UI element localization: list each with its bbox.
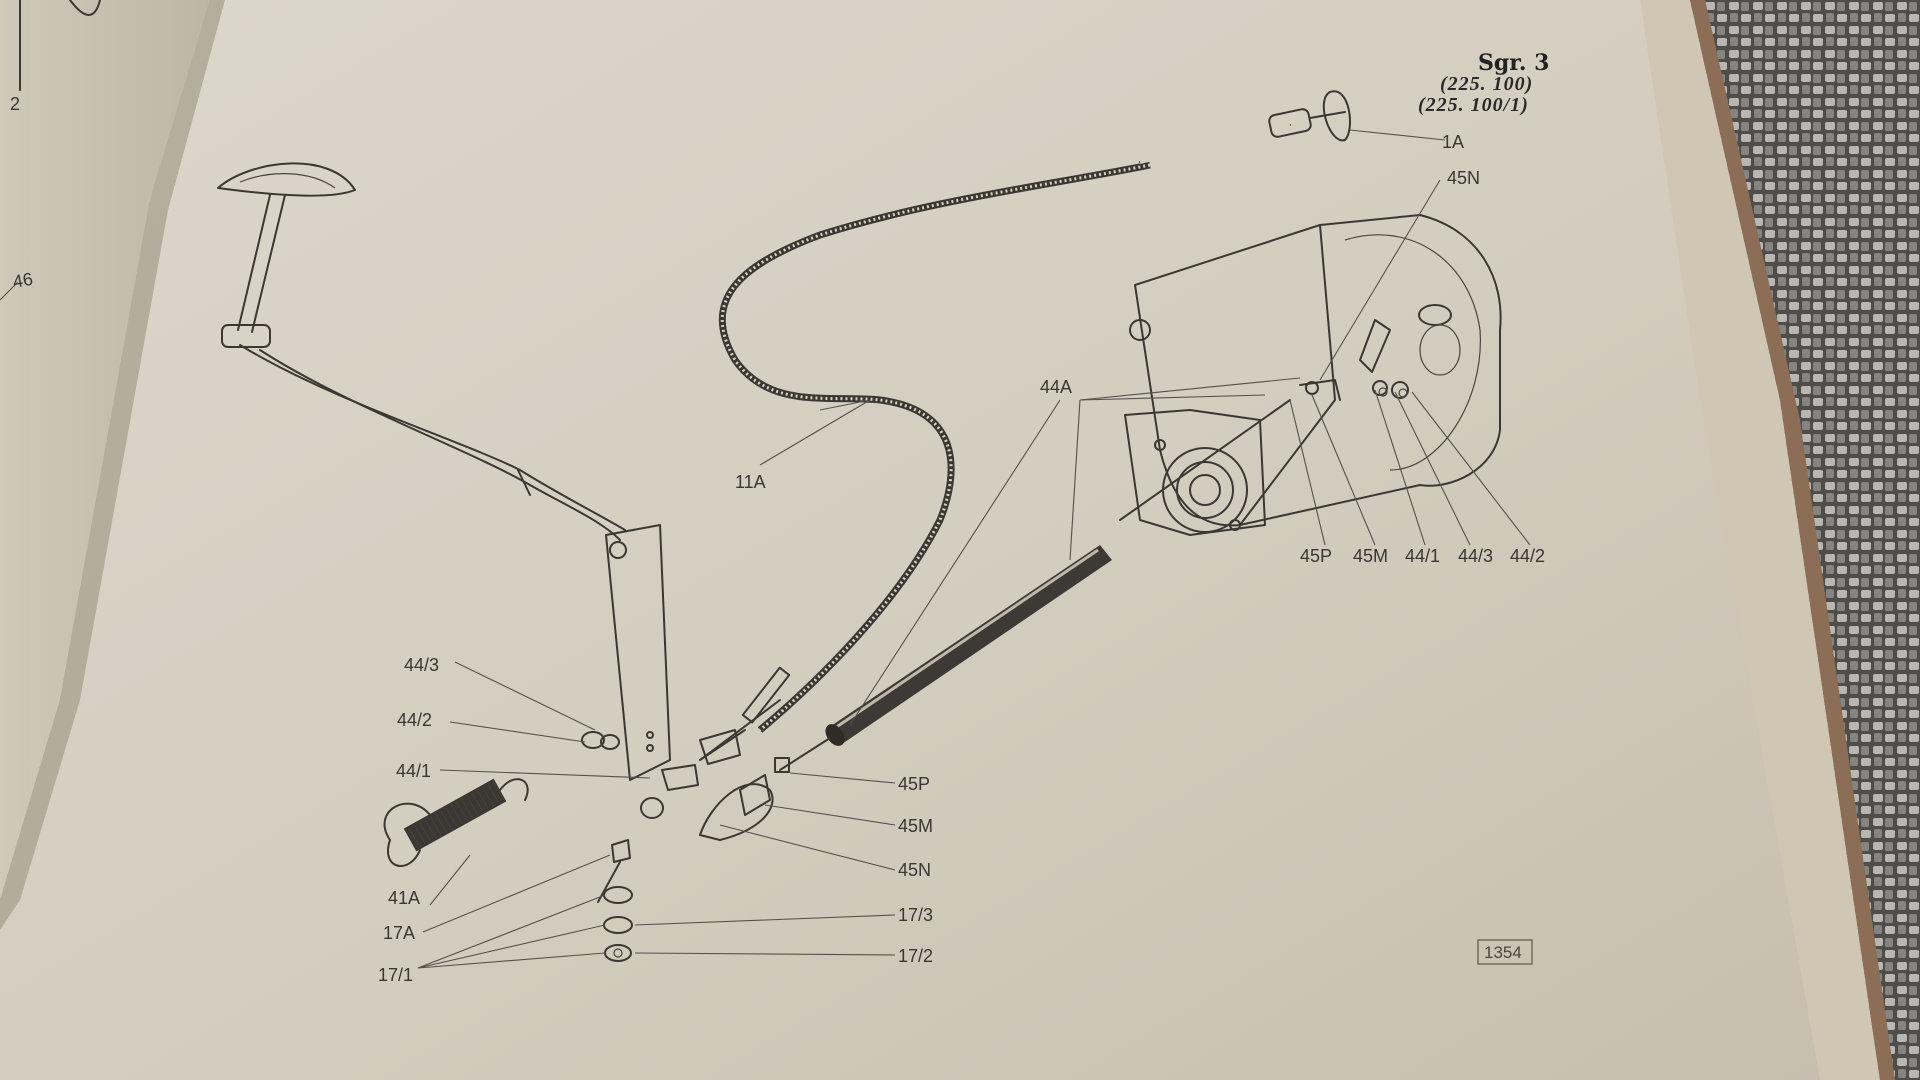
page-number-box [1477, 939, 1533, 965]
page-number: 1354 [1484, 943, 1522, 962]
reference-number-2: (225. 100/1) [1418, 94, 1529, 116]
callout-41A: 41A [388, 888, 420, 908]
callout-11A: 11A [735, 472, 766, 492]
leader-lines [417, 129, 1531, 969]
left-page-drawing [0, 0, 101, 301]
callout-45P-bottom: 45P [898, 774, 930, 794]
callout-44-2-left: 44/2 [397, 710, 432, 730]
callout-45M-right: 45M [1353, 546, 1388, 566]
callout-17-2: 17/2 [898, 946, 933, 966]
callout-17A: 17A [383, 923, 415, 943]
callout-45N-top: 45N [1447, 168, 1480, 188]
callout-44A: 44A [1040, 377, 1072, 397]
callout-44-1-right: 44/1 [1405, 546, 1440, 566]
carburettor-assembly [1124, 214, 1502, 536]
group-heading: Sgr. 3 [1478, 50, 1549, 76]
callout-44-3-left: 44/3 [404, 655, 439, 675]
binding-shadow [0, 0, 225, 930]
pedal-rod-assembly [217, 162, 671, 781]
return-spring [383, 778, 529, 867]
callout-1A: 1A [1442, 132, 1464, 152]
callout-44-2-right: 44/2 [1510, 546, 1545, 566]
page-edge-stack-shadow [1690, 0, 1895, 1080]
callout-44-1-left: 44/1 [396, 761, 431, 781]
left-page-label-2: 2 [10, 94, 20, 114]
page-edge-stack [1630, 0, 1880, 1080]
callout-45P-right: 45P [1300, 546, 1332, 566]
callout-45N-bottom: 45N [898, 860, 931, 880]
callout-45M-bottom: 45M [898, 816, 933, 836]
callout-17-1: 17/1 [378, 965, 413, 985]
callout-17-3: 17/3 [898, 905, 933, 925]
left-page-label-46: 46 [11, 269, 34, 292]
choke-cable [699, 90, 1351, 761]
callout-44-3-right: 44/3 [1458, 546, 1493, 566]
reference-number-1: (225. 100) [1440, 73, 1533, 95]
